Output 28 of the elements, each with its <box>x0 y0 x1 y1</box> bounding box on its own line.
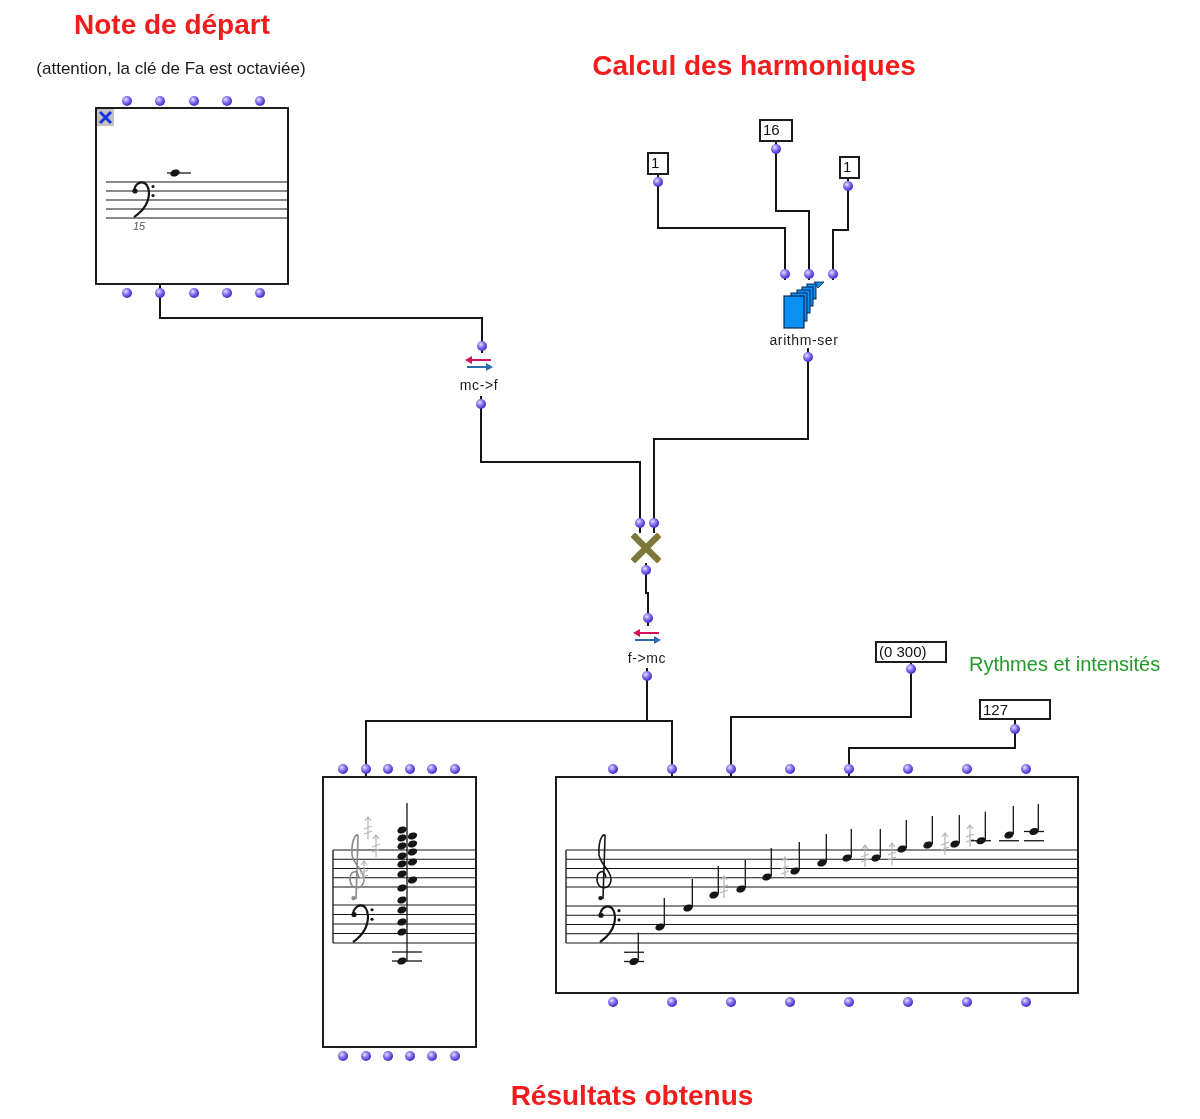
value-box: 16 <box>759 119 793 142</box>
connector-line <box>657 174 786 281</box>
connector-line <box>646 667 648 722</box>
note-text: (attention, la clé de Fa est octaviée) <box>36 58 306 80</box>
connector-line <box>365 720 648 777</box>
connector-line <box>645 562 649 627</box>
object-label: arithm-ser <box>769 332 839 348</box>
score-panel <box>95 107 289 285</box>
section-heading: Calcul des harmoniques <box>592 49 916 83</box>
object-label: mc->f <box>459 377 499 393</box>
connector-line <box>832 178 849 281</box>
comment-text: Rythmes et intensités <box>969 652 1161 677</box>
connector-line <box>159 284 483 354</box>
section-heading: Résultats obtenus <box>510 1079 754 1113</box>
value-box: 127 <box>979 699 1051 720</box>
connector-line <box>730 662 912 777</box>
value-box: 1 <box>647 152 669 175</box>
octave-marking: 15 <box>133 220 146 232</box>
connector-line <box>646 720 673 777</box>
object-label: f->mc <box>627 650 667 666</box>
connector-line <box>848 719 1016 777</box>
connector-line <box>775 141 810 281</box>
value-box: (0 300) <box>875 641 947 663</box>
section-heading: Note de départ <box>74 8 270 42</box>
cross-icon <box>631 533 661 563</box>
connector-line <box>653 347 809 534</box>
connector-line <box>480 395 641 534</box>
value-box: 1 <box>839 156 860 179</box>
